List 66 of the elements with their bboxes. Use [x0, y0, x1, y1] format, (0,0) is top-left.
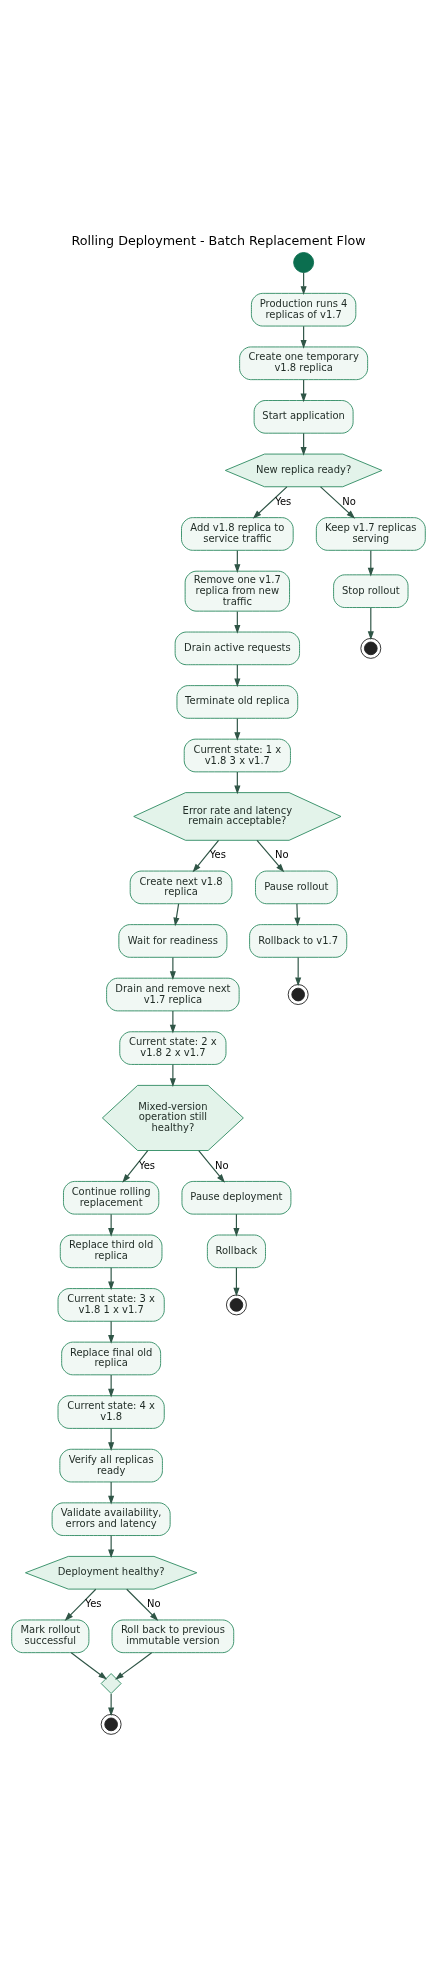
node-box: Current state: 3 x v1.8 1 x v1.7: [57, 1287, 165, 1322]
arrow: [294, 902, 301, 926]
node-box: Wait for readiness: [118, 923, 228, 958]
node-box: Keep v1.7 replicas serving: [315, 516, 426, 551]
node-box: Create one temporary v1.8 replica: [239, 346, 369, 380]
edge-label: Yes: [138, 1159, 156, 1171]
node-circle: [287, 983, 309, 1005]
edge-label: No: [147, 1597, 161, 1609]
arrow: [192, 839, 220, 872]
node-circle: [100, 1713, 122, 1735]
edge-label: No: [342, 495, 356, 507]
edge-label: No: [215, 1159, 229, 1171]
arrow: [108, 1534, 115, 1558]
node-box: Replace third old replica: [59, 1234, 163, 1268]
arrow: [108, 1480, 115, 1505]
arrow: [108, 1213, 115, 1237]
node-box: Rollback: [206, 1234, 266, 1268]
node-box: Production runs 4 replicas of v1.7: [250, 292, 357, 326]
arrow: [108, 1427, 115, 1451]
edge-label: No: [275, 848, 289, 860]
node-box: Mark rollout successful: [11, 1619, 90, 1653]
arrow: [169, 956, 176, 980]
arrow: [233, 1266, 240, 1297]
arrow: [64, 1588, 97, 1621]
arrow: [256, 839, 285, 872]
arrow: [70, 1651, 108, 1680]
node-circle: [360, 637, 382, 659]
node-box: Create next v1.8 replica: [129, 870, 233, 904]
arrow: [367, 606, 374, 640]
node-box: Replace final old replica: [61, 1341, 162, 1375]
node-circle: [293, 251, 315, 273]
node-box: Pause rollout: [255, 870, 338, 904]
node-box: Remove one v1.7 replica from new traffic: [184, 570, 290, 612]
arrow: [108, 1373, 115, 1397]
node-box: Start application: [253, 399, 354, 434]
arrow: [114, 1651, 153, 1680]
arrow: [198, 1149, 225, 1183]
node-box: Drain and remove next v1.7 replica: [106, 977, 240, 1011]
node-box: Current state: 4 x v1.8: [57, 1394, 165, 1429]
node-box: Rollback to v1.7: [249, 923, 348, 958]
node-box: Validate availability, errors and latency: [51, 1501, 171, 1536]
arrow: [320, 485, 356, 519]
diagram-title: Rolling Deployment - Batch Replacement Flow: [71, 232, 366, 248]
node-box: Current state: 1 x v1.8 3 x v1.7: [183, 738, 291, 772]
arrow: [108, 1320, 115, 1344]
node-box: Stop rollout: [333, 573, 409, 608]
node-box: Add v1.8 replica to service traffic: [181, 516, 294, 551]
arrow: [108, 1266, 115, 1290]
edge-label: Yes: [275, 495, 292, 507]
node-box: Drain active requests: [174, 631, 300, 665]
arrow: [295, 956, 302, 986]
arrow: [126, 1588, 159, 1621]
edge-label: Yes: [85, 1597, 102, 1609]
node-box: Current state: 2 x v1.8 2 x v1.7: [119, 1030, 227, 1065]
arrow: [173, 902, 180, 926]
node-box: Verify all replicas ready: [59, 1448, 163, 1482]
arrow: [122, 1149, 149, 1183]
node-box: Roll back to previous immutable version: [111, 1619, 235, 1653]
edge-label: Yes: [209, 848, 226, 860]
node-box: Terminate old replica: [176, 684, 299, 719]
arrow: [169, 1009, 176, 1033]
node-box: Continue rolling replacement: [63, 1180, 160, 1215]
arrow: [169, 1063, 176, 1087]
arrow: [252, 485, 288, 519]
node-box: Pause deployment: [181, 1180, 292, 1215]
arrow: [108, 1692, 115, 1716]
